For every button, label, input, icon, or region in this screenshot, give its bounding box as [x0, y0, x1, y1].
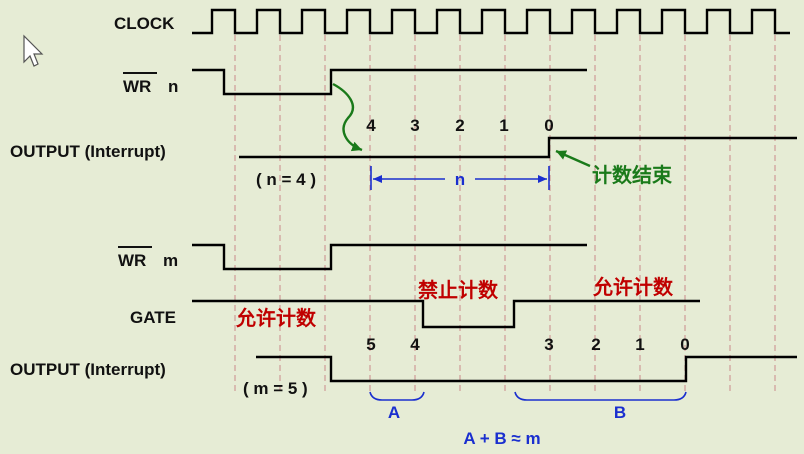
wr-m-suffix: m: [163, 251, 178, 270]
count-bottom-5: 5: [366, 335, 375, 354]
n-equation: ( n = 4 ): [256, 170, 316, 189]
interval-n-label: n: [455, 170, 465, 189]
count-top-2: 2: [455, 116, 464, 135]
count-bottom-2: 2: [591, 335, 600, 354]
count-end-label: 计数结束: [592, 163, 673, 187]
clock-waveform: [192, 8, 790, 35]
clock-label: CLOCK: [114, 14, 175, 33]
wr-n-waveform: [192, 68, 587, 96]
wr-m-label: WR: [118, 251, 146, 270]
count-bottom-0: 0: [680, 335, 689, 354]
brace-b-label: B: [614, 403, 626, 422]
wr-n-label: WR: [123, 77, 151, 96]
mouse-pointer-icon: [23, 34, 44, 67]
gate-waveform: [192, 299, 700, 329]
trigger-arrow: [332, 82, 363, 152]
allow-count-right-label: 允许计数: [592, 275, 674, 299]
counts-top: 4 3 2 1 0: [366, 116, 553, 135]
output1-waveform: [239, 136, 797, 159]
brace-b: [514, 391, 687, 401]
count-end-arrow: [555, 149, 591, 168]
clock-grid-lines: [234, 35, 776, 395]
count-top-3: 3: [410, 116, 419, 135]
brace-a: [369, 391, 425, 401]
count-top-1: 1: [499, 116, 508, 135]
forbid-count-label: 禁止计数: [418, 278, 499, 302]
m-equation: ( m = 5 ): [243, 379, 308, 398]
gate-label: GATE: [130, 308, 176, 327]
output2-label: OUTPUT (Interrupt): [10, 360, 166, 379]
wr-n-suffix: n: [168, 77, 178, 96]
output1-label: OUTPUT (Interrupt): [10, 142, 166, 161]
count-top-0: 0: [544, 116, 553, 135]
count-top-4: 4: [366, 116, 376, 135]
wr-m-waveform: [192, 243, 587, 271]
count-bottom-3: 3: [544, 335, 553, 354]
ab-equation: A + B ≈ m: [463, 429, 540, 448]
output2-waveform: [256, 355, 797, 383]
counts-bottom: 5 4 3 2 1 0: [366, 335, 689, 354]
count-bottom-4: 4: [410, 335, 420, 354]
interval-n-marker: [370, 166, 550, 190]
allow-count-left-label: 允许计数: [235, 306, 317, 330]
brace-a-label: A: [388, 403, 400, 422]
count-bottom-1: 1: [635, 335, 644, 354]
